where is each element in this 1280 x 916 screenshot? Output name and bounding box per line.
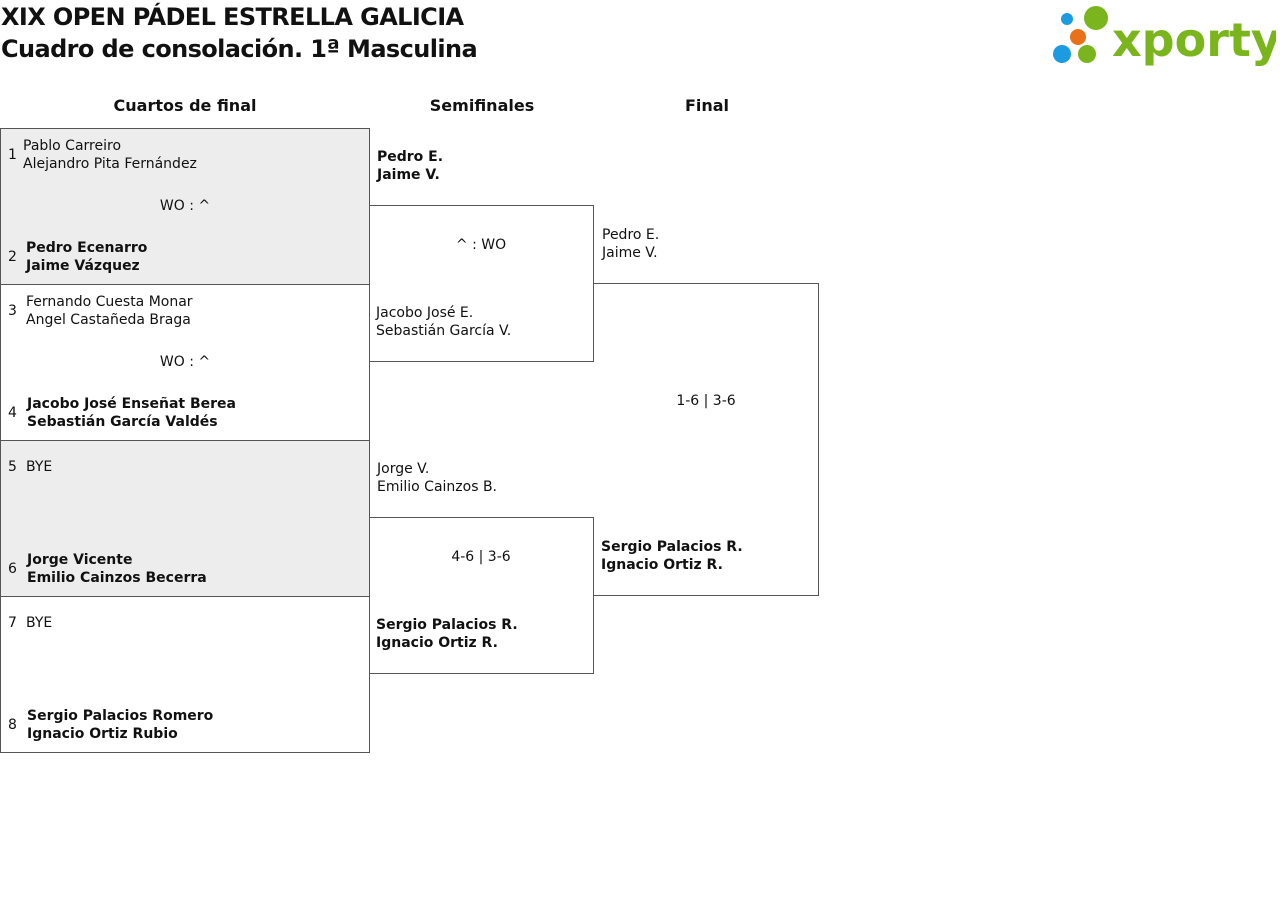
player-name: BYE: [26, 459, 53, 475]
qf-match-3[interactable]: 5 BYE 6 Jorge Vicente Emilio Cainzos Bec…: [0, 440, 370, 597]
sf1-team-a[interactable]: Pedro E. Jaime V.: [377, 148, 443, 184]
seed-number: 6: [8, 561, 17, 577]
seed-number: 7: [8, 615, 17, 631]
player-name: Jaime V.: [602, 245, 658, 261]
player-name: Sebastián García Valdés: [27, 414, 218, 430]
team-entry-bye[interactable]: BYE: [26, 614, 52, 632]
qf-match-1[interactable]: 1 Pablo Carreiro Alejandro Pita Fernánde…: [0, 128, 370, 285]
player-name: Jacobo José E.: [376, 305, 474, 321]
player-name: Jacobo José Enseñat Berea: [27, 396, 236, 412]
round-header-quarterfinals: Cuartos de final: [113, 96, 257, 115]
team-entry[interactable]: Pablo Carreiro Alejandro Pita Fernández: [23, 137, 197, 173]
match-score: 1-6 | 3-6: [676, 393, 736, 409]
match-score: WO : ^: [159, 198, 211, 214]
seed-number: 1: [8, 147, 17, 163]
qf-match-2[interactable]: 3 Fernando Cuesta Monar Angel Castañeda …: [0, 284, 370, 441]
sf2-team-b[interactable]: Sergio Palacios R. Ignacio Ortiz R.: [376, 616, 518, 652]
match-score: ^ : WO: [455, 237, 507, 253]
team-entry-winner[interactable]: Jacobo José Enseñat Berea Sebastián Garc…: [27, 395, 236, 431]
seed-number: 2: [8, 249, 17, 265]
seed-number: 4: [8, 405, 17, 421]
player-name: Sebastián García V.: [376, 323, 512, 339]
player-name: Pablo Carreiro: [23, 138, 122, 154]
xporty-logo-mark-icon: xporty: [1053, 6, 1280, 67]
match-score: 4-6 | 3-6: [451, 549, 511, 565]
team-entry-winner[interactable]: Pedro Ecenarro Jaime Vázquez: [26, 239, 147, 275]
player-name: Sergio Palacios R.: [601, 539, 743, 555]
sf1-team-b[interactable]: Jacobo José E. Sebastián García V.: [376, 304, 511, 340]
player-name: Sergio Palacios R.: [376, 617, 518, 633]
team-entry[interactable]: Fernando Cuesta Monar Angel Castañeda Br…: [26, 293, 193, 329]
player-name: Ignacio Ortiz R.: [376, 635, 498, 651]
player-name: Emilio Cainzos B.: [377, 479, 497, 495]
player-name: Sergio Palacios Romero: [27, 708, 214, 724]
logo-wordmark: xporty: [1112, 13, 1276, 67]
player-name: Alejandro Pita Fernández: [23, 156, 197, 172]
final-team-a[interactable]: Pedro E. Jaime V.: [602, 226, 659, 262]
sf2-team-a[interactable]: Jorge V. Emilio Cainzos B.: [377, 460, 497, 496]
team-entry-winner[interactable]: Jorge Vicente Emilio Cainzos Becerra: [27, 551, 207, 587]
seed-number: 3: [8, 303, 17, 319]
sf-match-2[interactable]: 4-6 | 3-6 Sergio Palacios R. Ignacio Ort…: [369, 517, 594, 674]
player-name: Emilio Cainzos Becerra: [27, 570, 207, 586]
final-match[interactable]: 1-6 | 3-6 Sergio Palacios R. Ignacio Ort…: [594, 283, 819, 596]
player-name: Pedro Ecenarro: [26, 240, 148, 256]
player-name: Jorge V.: [377, 461, 430, 477]
seed-number: 5: [8, 459, 17, 475]
player-name: Pedro E.: [377, 149, 444, 165]
player-name: Jaime Vázquez: [26, 258, 140, 274]
sf-match-1[interactable]: ^ : WO Jacobo José E. Sebastián García V…: [369, 205, 594, 362]
xporty-logo[interactable]: xporty: [1050, 4, 1280, 68]
player-name: Ignacio Ortiz R.: [601, 557, 723, 573]
player-name: BYE: [26, 615, 53, 631]
match-score: WO : ^: [159, 354, 211, 370]
tournament-title: XIX OPEN PÁDEL ESTRELLA GALICIA: [1, 3, 464, 31]
player-name: Ignacio Ortiz Rubio: [27, 726, 178, 742]
player-name: Jaime V.: [377, 167, 440, 183]
round-header-final: Final: [684, 96, 730, 115]
team-entry-winner[interactable]: Sergio Palacios Romero Ignacio Ortiz Rub…: [27, 707, 213, 743]
player-name: Angel Castañeda Braga: [26, 312, 191, 328]
player-name: Pedro E.: [602, 227, 660, 243]
player-name: Fernando Cuesta Monar: [26, 294, 193, 310]
seed-number: 8: [8, 717, 17, 733]
round-header-semifinals: Semifinales: [429, 96, 535, 115]
team-entry-bye[interactable]: BYE: [26, 458, 52, 476]
draw-subtitle: Cuadro de consolación. 1ª Masculina: [1, 35, 478, 63]
player-name: Jorge Vicente: [27, 552, 133, 568]
final-team-b[interactable]: Sergio Palacios R. Ignacio Ortiz R.: [601, 538, 743, 574]
qf-match-4[interactable]: 7 BYE 8 Sergio Palacios Romero Ignacio O…: [0, 596, 370, 753]
